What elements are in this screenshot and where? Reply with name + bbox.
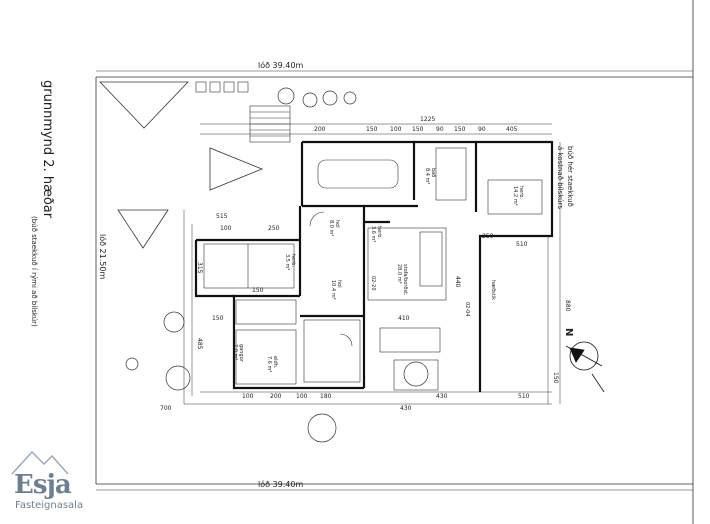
brand-logo-word: Esja bbox=[14, 470, 72, 500]
misc-label-0204: 02-04 bbox=[464, 302, 470, 317]
room-area-corridor: 7.0 m² bbox=[232, 344, 238, 360]
dim-top-c: 100 bbox=[390, 126, 402, 133]
dim-top-a: 200 bbox=[314, 126, 326, 133]
dim-left-c: 100 bbox=[220, 225, 232, 232]
dim-bottom-e: 180 bbox=[320, 393, 332, 400]
lot-width-top: lóð 39.40m bbox=[258, 60, 303, 70]
dim-top-g: 90 bbox=[478, 126, 486, 133]
room-name-hall-2: hol bbox=[336, 280, 342, 288]
lot-depth: lóð 21.50m bbox=[98, 234, 108, 279]
dim-right-b: 880 bbox=[564, 300, 571, 312]
dim-bottom-h: 430 bbox=[436, 393, 448, 400]
room-area-hall-2: 10.4 m² bbox=[330, 280, 336, 300]
dim-top-e: 90 bbox=[436, 126, 444, 133]
dim-left-b: 150 bbox=[212, 315, 224, 322]
brand-logo bbox=[10, 448, 70, 514]
building-walls bbox=[194, 140, 554, 392]
dim-left-d: 250 bbox=[268, 225, 280, 232]
room-area-room-left: 3.5 m² bbox=[284, 254, 290, 270]
room-area-living: 28.0 m² bbox=[396, 264, 402, 284]
interior-lines bbox=[203, 147, 543, 391]
dim-top-b: 150 bbox=[366, 126, 378, 133]
site-triangles bbox=[99, 81, 264, 249]
site-marks bbox=[195, 81, 249, 93]
room-name-room-left: herb. bbox=[290, 254, 296, 267]
lot-boundary bbox=[95, 0, 694, 524]
room-area-kitchen: 7.6 m² bbox=[266, 356, 272, 372]
room-name-living: stofa/borðst. bbox=[402, 264, 408, 296]
dim-right-d: 150 bbox=[552, 372, 559, 384]
dim-right-c: 440 bbox=[454, 276, 461, 288]
dim-bottom-c: 200 bbox=[270, 393, 282, 400]
room-area-bedroom: 14.2 m² bbox=[512, 186, 518, 206]
dim-bottom-d: 100 bbox=[296, 393, 308, 400]
page-title: grunnmynd 2. hæðar bbox=[40, 80, 55, 219]
dim-left-e: 150 bbox=[252, 287, 264, 294]
note-right: búð hér staekkuð bbox=[566, 146, 574, 207]
misc-label-410: 410 bbox=[398, 315, 410, 322]
room-name-bath: bað bbox=[430, 168, 436, 177]
room-area-hall: 8.0 m² bbox=[328, 220, 334, 236]
room-area-bath: 8.4 m² bbox=[424, 168, 430, 184]
room-name-bedroom: herb. bbox=[518, 186, 524, 199]
dim-bottom-f: 510 bbox=[518, 393, 530, 400]
dim-top-total: 1225 bbox=[420, 116, 435, 123]
dim-top-f: 150 bbox=[454, 126, 466, 133]
dim-top-h: 405 bbox=[506, 126, 518, 133]
room-name-room-small: herb. bbox=[376, 226, 382, 239]
dim-left-g: 315 bbox=[196, 262, 203, 274]
dim-bottom-a: 700 bbox=[160, 405, 172, 412]
room-name-corridor: gangur bbox=[238, 344, 244, 363]
north-label: N bbox=[563, 328, 574, 336]
trees bbox=[125, 87, 429, 443]
room-name-kitchen: eldh. bbox=[272, 356, 278, 369]
dim-top-d: 150 bbox=[412, 126, 424, 133]
mountain-icon bbox=[11, 450, 69, 475]
room-area-room-small: 3.6 m² bbox=[370, 226, 376, 242]
dim-bottom-b: 100 bbox=[242, 393, 254, 400]
dim-right-e: 250 bbox=[482, 233, 494, 240]
dim-left-a: 515 bbox=[216, 213, 228, 220]
dim-right-a: 510 bbox=[516, 241, 528, 248]
brand-logo-sub: Fasteignasala bbox=[15, 500, 84, 511]
room-name-hall: hol bbox=[334, 220, 340, 228]
misc-label-haedstik: hæðstik bbox=[490, 280, 496, 300]
dim-left-f: 485 bbox=[196, 338, 203, 350]
note-right-2: á kostnað bílskúrs bbox=[556, 146, 564, 209]
page-subtitle: (búð staekkuð í rými að bílskúr) bbox=[30, 216, 38, 327]
misc-label-0220: 02-20 bbox=[370, 276, 376, 291]
dimension-lines bbox=[183, 123, 561, 405]
north-arrow-icon bbox=[565, 341, 605, 393]
lot-width-bottom: lóð 39.40m bbox=[258, 479, 303, 489]
dim-bottom-g: 430 bbox=[400, 405, 412, 412]
